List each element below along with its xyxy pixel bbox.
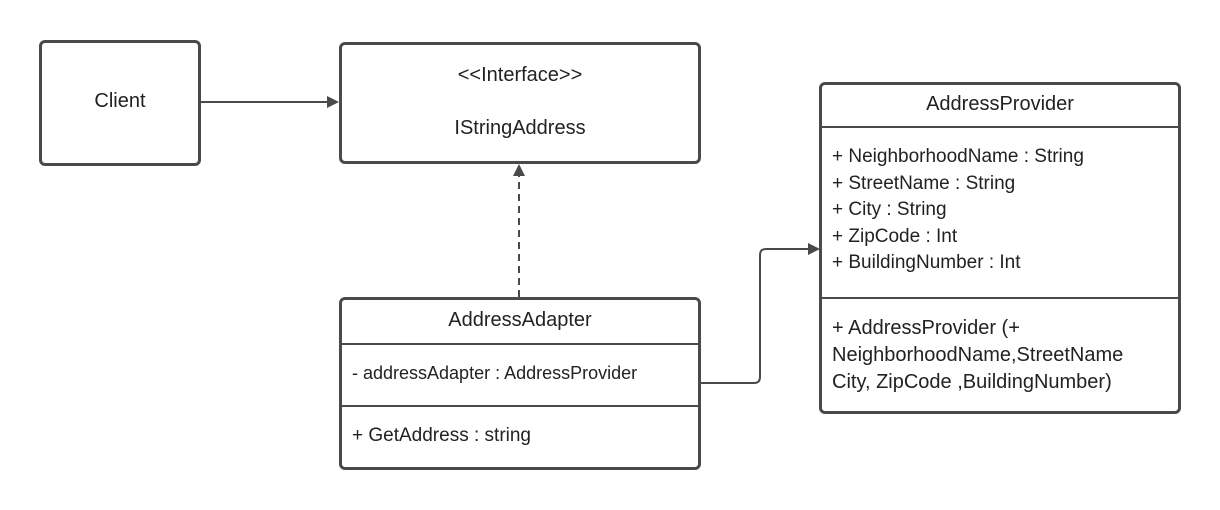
client-label: Client [94, 90, 146, 112]
provider-header-divider [822, 126, 1178, 128]
provider-attribute: + BuildingNumber : Int [832, 252, 1021, 273]
provider-attribute: + NeighborhoodName : String [832, 146, 1084, 167]
address-adapter-class: AddressAdapter - addressAdapter : Addres… [339, 297, 701, 470]
provider-attribute: + StreetName : String [832, 172, 1016, 194]
provider-constructor-line: + AddressProvider (+ [832, 317, 1020, 339]
interface-name: IStringAddress [454, 117, 586, 139]
provider-attributes-divider [822, 297, 1178, 299]
adapter-method: + GetAddress : string [352, 425, 531, 446]
provider-attribute: + City : String [832, 199, 947, 220]
interface-stereotype: <<Interface>> [457, 64, 583, 86]
address-adapter-name: AddressAdapter [448, 309, 592, 331]
interface-box: <<Interface>> IStringAddress [339, 42, 701, 164]
provider-constructor-line: City, ZipCode ,BuildingNumber) [832, 371, 1112, 393]
adapter-header-divider [342, 343, 698, 345]
adapter-field: - addressAdapter : AddressProvider [352, 363, 638, 383]
adapter-field-divider [342, 405, 698, 407]
adapter-to-provider-association [700, 243, 820, 384]
provider-attribute: + ZipCode : Int [832, 225, 958, 247]
provider-constructor-line: NeighborhoodName,StreetName [832, 344, 1124, 366]
client-box: Client [39, 40, 201, 166]
address-provider-name: AddressProvider [926, 93, 1074, 115]
address-provider-class: AddressProvider + NeighborhoodName : Str… [819, 82, 1181, 414]
